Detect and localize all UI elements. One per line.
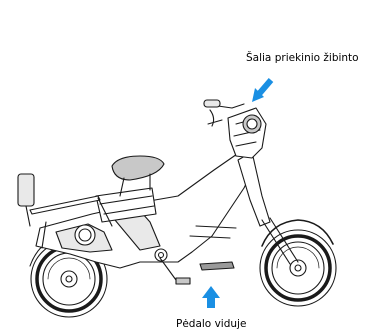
backrest: [17, 173, 35, 207]
headlight-side-label: Šalia priekinio žibinto: [246, 52, 359, 64]
front-fender: [261, 219, 334, 247]
battery-box: [95, 187, 157, 223]
front-wheel: [259, 229, 337, 307]
pedal: [199, 261, 235, 271]
pedal-inside-label: Pėdalo viduje: [176, 318, 247, 330]
front-fork: [261, 217, 299, 265]
down-left-arrow-icon: [252, 78, 274, 102]
up-arrow-icon: [202, 286, 220, 308]
scooter-illustration: [17, 99, 337, 318]
rear-rack: [29, 195, 101, 215]
seat: [111, 155, 165, 181]
